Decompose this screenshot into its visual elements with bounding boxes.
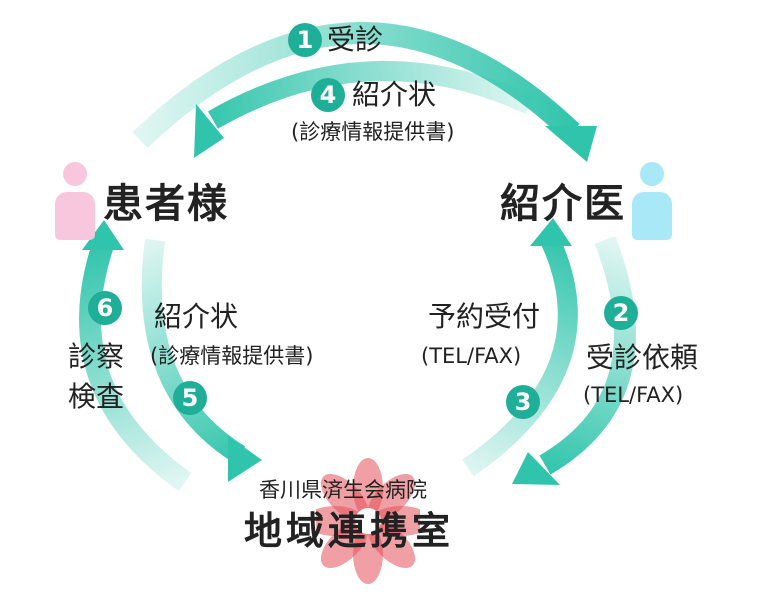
step-5-note: (診療情報提供書) <box>150 344 314 368</box>
step-1-badge: 1 <box>288 23 322 57</box>
arrow-step-6 <box>79 220 192 491</box>
person-body <box>632 192 672 240</box>
step-4-note: (診療情報提供書) <box>291 120 455 144</box>
step-4-label: 紹介状 <box>352 78 437 111</box>
step-1-label: 受診 <box>327 23 384 56</box>
hospital-name: 香川県済生会病院 <box>259 478 427 502</box>
step-2-note: (TEL/FAX) <box>583 383 684 407</box>
arrow-step-1 <box>132 22 597 162</box>
patient-person-icon <box>55 162 95 240</box>
doctor-label: 紹介医 <box>500 181 626 227</box>
person-head <box>640 162 664 186</box>
step-2-label: 受診依頼 <box>586 341 699 374</box>
step-6-label: 診察 <box>68 340 125 373</box>
step-3-note: (TEL/FAX) <box>421 344 522 368</box>
person-head <box>63 162 87 186</box>
person-body <box>55 192 95 240</box>
step-3-label: 予約受付 <box>428 300 541 333</box>
department-name: 地域連携室 <box>244 509 455 553</box>
step-6-badge: 6 <box>88 291 122 325</box>
arrow-step-5 <box>141 238 262 482</box>
flower-emblem-icon <box>316 458 420 584</box>
step-4-badge: 4 <box>311 78 345 112</box>
arrow-step-2 <box>512 236 636 485</box>
doctor-person-icon <box>632 162 672 240</box>
step-6-label-2: 検査 <box>68 380 125 413</box>
step-5-badge: 5 <box>173 381 207 415</box>
arrow-step-3 <box>462 218 578 477</box>
step-3-badge: 3 <box>506 385 540 419</box>
step-5-label: 紹介状 <box>154 300 239 333</box>
arrow-step-4 <box>194 60 535 158</box>
step-2-badge: 2 <box>604 296 638 330</box>
patient-label: 患者様 <box>103 181 229 227</box>
